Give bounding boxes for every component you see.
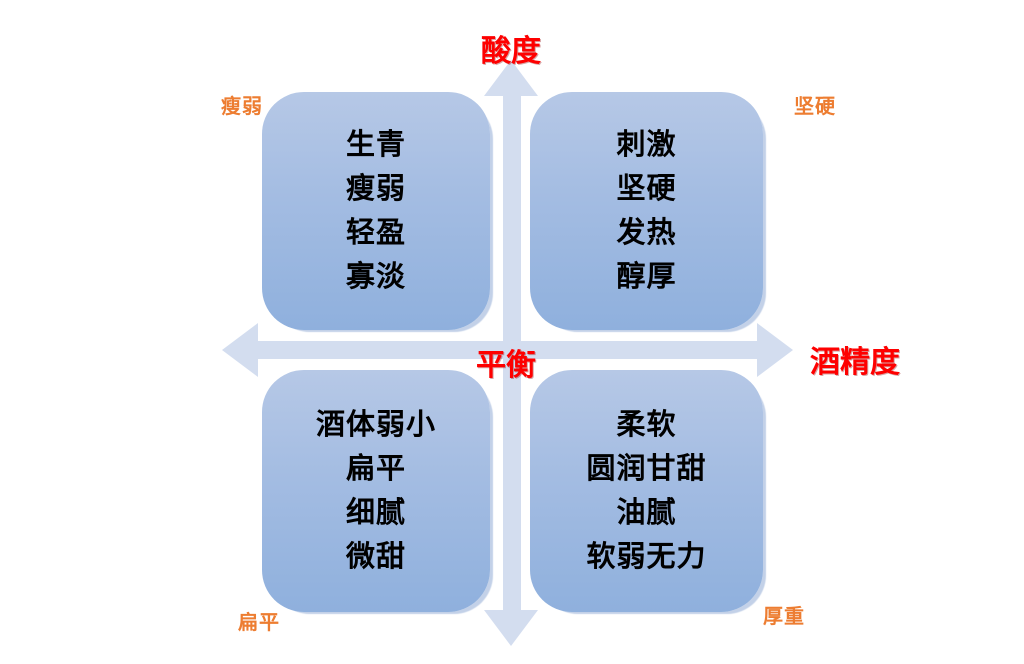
center-balance-label: 平衡 — [476, 349, 536, 382]
quadrant-term: 寡淡 — [345, 261, 406, 293]
quadrant-term: 酒体弱小 — [315, 409, 436, 441]
quadrant-term: 柔软 — [616, 409, 677, 441]
quadrant-term: 瘦弱 — [345, 173, 406, 205]
quadrant-top-right: 刺激 坚硬 发热 醇厚 — [530, 92, 763, 330]
corner-label-top-left: 瘦弱 — [221, 96, 263, 118]
quadrant-term: 刺激 — [616, 129, 677, 161]
quadrant-term: 轻盈 — [345, 217, 406, 249]
quadrant-top-left: 生青 瘦弱 轻盈 寡淡 — [262, 92, 490, 330]
quadrant-term: 醇厚 — [616, 261, 677, 293]
quadrant-term: 细腻 — [345, 497, 406, 529]
quadrant-term: 坚硬 — [616, 173, 677, 205]
quadrant-term: 圆润甘甜 — [586, 453, 707, 485]
quadrant-term: 油腻 — [616, 497, 677, 529]
quadrant-bottom-right: 柔软 圆润甘甜 油腻 软弱无力 — [530, 370, 763, 612]
quadrant-term: 扁平 — [345, 453, 406, 485]
corner-label-bottom-right: 厚重 — [763, 606, 805, 628]
quadrant-bottom-left: 酒体弱小 扁平 细腻 微甜 — [262, 370, 490, 612]
quadrant-term: 生青 — [345, 129, 406, 161]
corner-label-top-right: 坚硬 — [794, 96, 836, 118]
horizontal-axis-title: 酒精度 — [810, 346, 900, 379]
horizontal-axis-arrow-icon — [222, 323, 793, 377]
quadrant-term: 发热 — [616, 217, 677, 249]
corner-label-bottom-left: 扁平 — [238, 612, 280, 634]
quadrant-term: 微甜 — [345, 541, 406, 573]
vertical-axis-title: 酸度 — [481, 35, 541, 68]
quadrant-term: 软弱无力 — [586, 541, 707, 573]
